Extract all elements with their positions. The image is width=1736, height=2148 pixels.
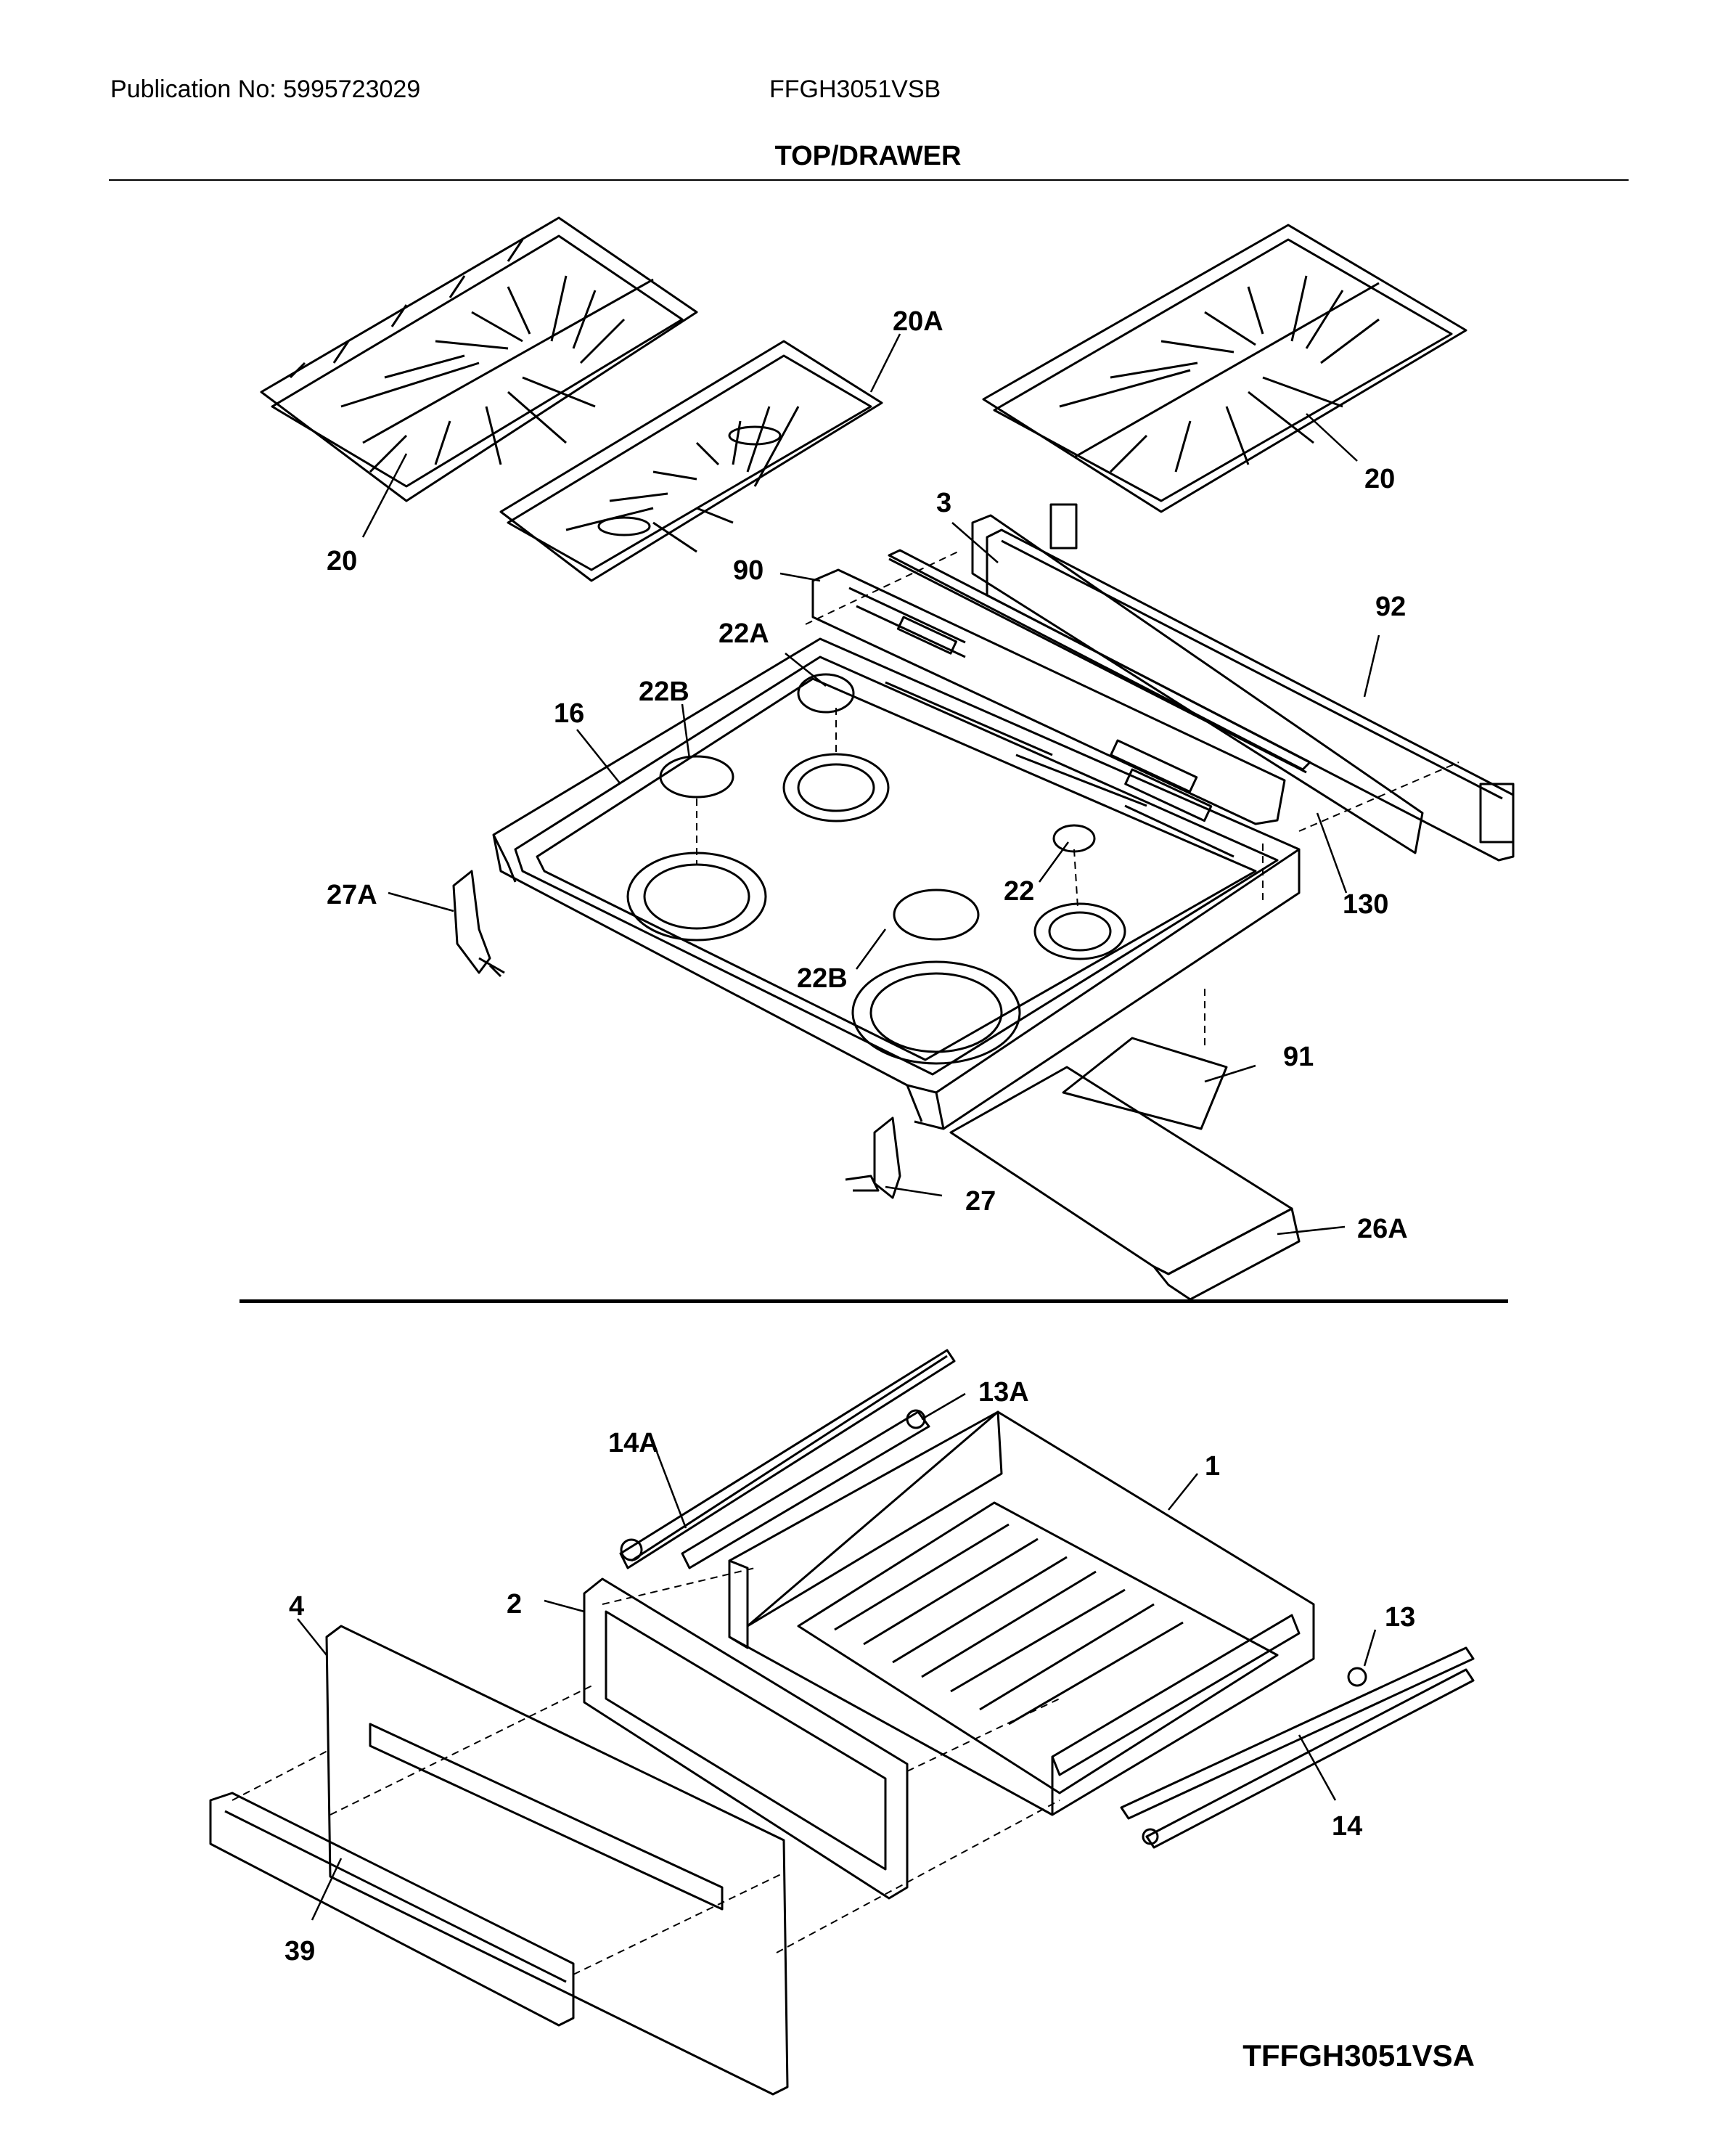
section-divider: [239, 1299, 1508, 1303]
back-bracket: [971, 514, 1424, 854]
bracket-right: [845, 1116, 901, 1199]
callout-20A: 20A: [893, 306, 943, 337]
drawer-front: [325, 1625, 789, 2096]
callout-16: 16: [554, 698, 584, 729]
callout-22B-top: 22B: [639, 677, 689, 707]
diagram-code: TFFGH3051VSA: [1242, 2038, 1475, 2073]
callout-20-left: 20: [327, 546, 357, 576]
callout-91: 91: [1283, 1042, 1314, 1072]
drawer-box: [728, 1410, 1315, 1816]
grate-right: [982, 224, 1467, 513]
callout-27: 27: [965, 1186, 996, 1217]
leader-lines: [297, 333, 1380, 1921]
header-rule: [109, 179, 1629, 181]
section-title: TOP/DRAWER: [774, 141, 962, 171]
callout-130: 130: [1343, 889, 1388, 920]
callout-20-right: 20: [1364, 464, 1395, 494]
callout-39: 39: [284, 1936, 315, 1967]
alignment-lines: [232, 551, 1459, 1975]
drawer-inner-panel: [583, 1577, 909, 1900]
model-number: FFGH3051VSB: [769, 75, 941, 103]
callout-27A: 27A: [327, 880, 377, 910]
callout-3: 3: [936, 488, 951, 518]
callout-22: 22: [1004, 876, 1034, 907]
callout-26A: 26A: [1357, 1214, 1408, 1244]
callout-92: 92: [1375, 592, 1406, 622]
callout-13: 13: [1385, 1602, 1415, 1633]
publication-number: Publication No: 5995723029: [110, 75, 421, 103]
callout-4: 4: [289, 1591, 304, 1622]
callout-2: 2: [507, 1589, 522, 1620]
drawer-handle: [209, 1792, 575, 2027]
vent-trim: [811, 568, 1286, 825]
callout-14A: 14A: [608, 1428, 659, 1458]
callout-14: 14: [1332, 1811, 1362, 1842]
backguard: [986, 503, 1515, 862]
callout-13A: 13A: [978, 1377, 1029, 1408]
grate-left: [260, 216, 698, 502]
callout-22B-bottom: 22B: [797, 963, 848, 994]
slide-right: [1120, 1646, 1475, 1849]
bracket-left: [452, 870, 505, 978]
bottom-shield: [1062, 1037, 1228, 1130]
cooktop-main: [492, 637, 1301, 1130]
slide-left: [619, 1349, 956, 1569]
front-channel: [949, 1066, 1301, 1301]
grate-center: [499, 340, 883, 582]
callout-90: 90: [733, 555, 763, 586]
callout-22A: 22A: [718, 618, 769, 649]
callout-1: 1: [1205, 1451, 1220, 1482]
